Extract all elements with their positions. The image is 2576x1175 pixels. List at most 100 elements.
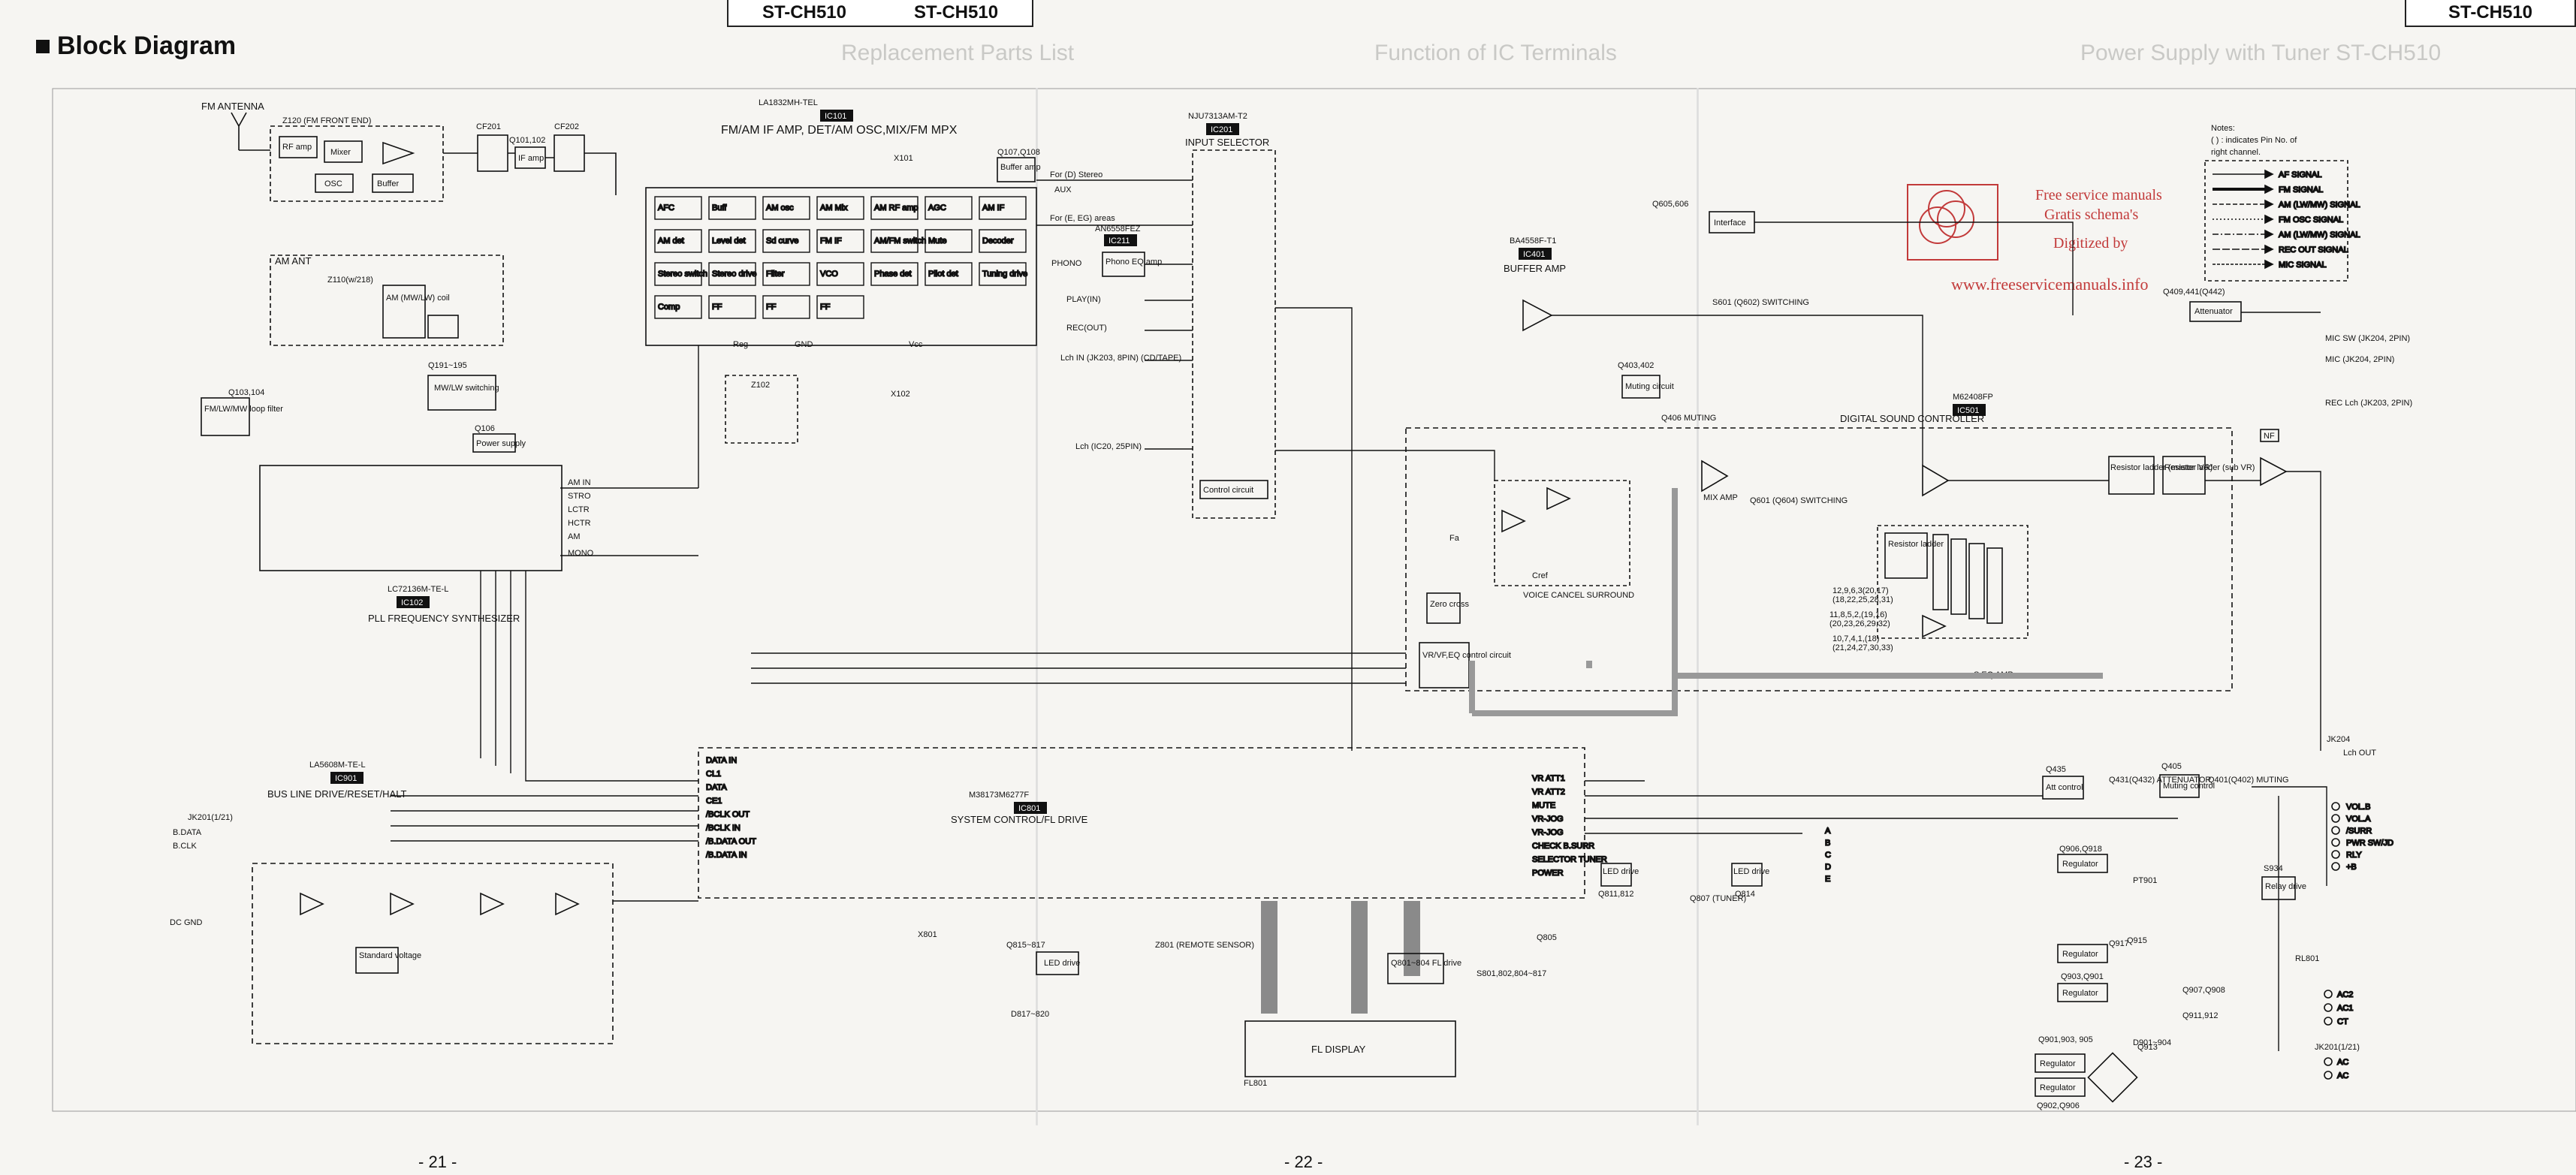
svg-text:IC901: IC901: [335, 774, 357, 783]
att-control-label: Att control: [2046, 783, 2083, 792]
syscon-right-pin: MUTE: [1532, 801, 1555, 810]
ic101-cell: [762, 196, 810, 220]
pll-name-label: PLL FREQUENCY SYNTHESIZER: [368, 613, 520, 624]
ac-pin-icon: [2324, 990, 2333, 999]
ic101-cell-label: AFC: [658, 203, 674, 212]
ic101-cell-label: Stereo drive: [712, 270, 756, 279]
cf201-label: CF201: [476, 122, 501, 131]
ic101-cell: [708, 262, 756, 286]
model-label: ST-CH510: [762, 2, 846, 23]
fm-filter-label: FM/LW/MW loop filter: [204, 405, 283, 414]
arrow-right-icon: [2264, 229, 2274, 240]
s801-label: S801,802,804~817: [1477, 969, 1546, 978]
watermark-line1: Free service manuals: [2035, 187, 2162, 203]
q406-label: Q406 MUTING: [1661, 414, 1716, 423]
notes-heading: Notes:: [2211, 124, 2235, 133]
ic101-cell-label: Tuning drive: [982, 270, 1027, 279]
page-title: Block Diagram: [36, 32, 236, 61]
regulator-5-label: Regulator: [2040, 1083, 2076, 1092]
ac-pin-icon: [2324, 1057, 2333, 1066]
jk204-pin-icon: [2331, 850, 2340, 859]
bus-letter-label: A: [1825, 827, 1831, 836]
regulator-3-label: Regulator: [2062, 989, 2098, 998]
bus-letter-label: C: [1825, 851, 1831, 860]
fl-display-label: FL DISPLAY: [1311, 1044, 1366, 1055]
bus-letter-label: D: [1825, 863, 1831, 872]
jk201-power-label: JK201(1/21): [2315, 1043, 2360, 1052]
input-selector-badge: IC201: [1206, 123, 1239, 135]
ic101-cell: [816, 262, 864, 286]
ic101-cell-label: Filter: [766, 270, 785, 279]
pll-pin-am-in: AM IN: [568, 478, 591, 487]
pll-pin-hctr: HCTR: [568, 519, 591, 528]
arrow-right-icon: [2264, 199, 2274, 209]
ic101-cell: [979, 196, 1027, 220]
syscon-right-pin: SELECTOR TUNER: [1532, 855, 1607, 864]
z801-label: Z801 (REMOTE SENSOR): [1155, 941, 1254, 950]
att-q435-label: Q435: [2046, 765, 2066, 774]
d817-label: D817~820: [1011, 1010, 1049, 1019]
ic101-cell: [708, 295, 756, 319]
syscon-left-pin: /BCLK OUT: [706, 810, 750, 819]
q805-label: Q805: [1537, 933, 1557, 942]
standard-voltage-label: Standard voltage: [359, 951, 421, 960]
dsc-pins-4: (20,23,26,29,32): [1829, 619, 1890, 628]
am-ant-label: AM ANT: [275, 255, 311, 267]
q807-label: Q807 (TUNER): [1690, 894, 1746, 903]
watermark-line3: Digitized by: [2053, 235, 2128, 252]
syscon-right-pin: POWER: [1532, 869, 1564, 878]
ic101-cell: [870, 229, 918, 253]
input-selector-part-label: NJU7313AM-T2: [1188, 112, 1247, 121]
buffer-amp-small-label: Buffer amp: [1000, 163, 1041, 172]
svg-text:IC211: IC211: [1109, 237, 1130, 246]
svg-text:IC101: IC101: [825, 112, 846, 121]
jk204-pin-icon: [2331, 802, 2340, 811]
pll-badge: IC102: [397, 596, 430, 608]
ic101-badge: IC101: [820, 110, 853, 122]
ic101-cell: [762, 262, 810, 286]
legend-label: MIC SIGNAL: [2279, 261, 2327, 270]
svg-text:IC801: IC801: [1018, 804, 1040, 813]
model-header-right: ST-CH510: [2405, 0, 2576, 27]
syscon-right-pin: VR ATT1: [1532, 774, 1565, 783]
svg-text:IC401: IC401: [1523, 250, 1545, 259]
jk204-pin-label: +B: [2346, 863, 2357, 872]
lch-in-label: Lch IN (JK203, 8PIN) (CD/TAPE): [1060, 354, 1181, 363]
ac-pin-label: AC1: [2337, 1004, 2353, 1013]
resistor-ladder-2-label: Resistor ladder (master VR): [2110, 463, 2213, 472]
ghost-text-layer: Replacement Parts List Function of IC Te…: [841, 41, 2441, 65]
mute-q405-label: Q405: [2161, 762, 2182, 771]
syscon-left-pin: DATA IN: [706, 756, 737, 765]
power-supply-label: Power supply: [476, 439, 526, 448]
legend-label: AF SIGNAL: [2279, 170, 2321, 179]
phono-label: PHONO: [1051, 259, 1082, 268]
legend-label: AM (LW/MW) SIGNAL: [2279, 230, 2360, 240]
syscon-right-pin: VR ATT2: [1532, 788, 1565, 797]
mw-lw-switching-label: MW/LW switching: [434, 384, 499, 393]
ic101-cell-label: Phase det: [874, 270, 912, 279]
legend-label: REC OUT SIGNAL: [2279, 246, 2348, 255]
led-drive-2-label: LED drive: [1603, 867, 1639, 876]
resistor-ladder-label: Resistor ladder: [1888, 540, 1944, 549]
title-bullet-icon: [36, 39, 50, 53]
q917-label: Q917: [2109, 939, 2129, 948]
ic101-cell-label: Level det: [712, 237, 746, 246]
phono-badge: IC211: [1104, 234, 1137, 246]
ic101-cell-label: Pilot det: [928, 270, 958, 279]
q101-label: Q101,102: [509, 136, 545, 145]
legend-label: FM OSC SIGNAL: [2279, 215, 2343, 224]
ic101-cell-label: FF: [820, 303, 831, 312]
ac-pin-label: AC: [2337, 1058, 2348, 1067]
ic101-cell: [870, 196, 918, 220]
syscon-name-label: SYSTEM CONTROL/FL DRIVE: [951, 814, 1088, 825]
buffer-amp-name-label: BUFFER AMP: [1504, 263, 1566, 274]
ic101-cell-label: AM/FM switch: [874, 237, 926, 246]
ic101-if-amp: LA1832MH-TEL IC101 FM/AM IF AMP, DET/AM …: [645, 98, 1041, 444]
legend-label: FM SIGNAL: [2279, 185, 2323, 194]
dsc-pins-6: (21,24,27,30,33): [1832, 643, 1893, 652]
ic101-cell: [925, 229, 973, 253]
syscon-left-pin: /B.DATA IN: [706, 851, 747, 860]
